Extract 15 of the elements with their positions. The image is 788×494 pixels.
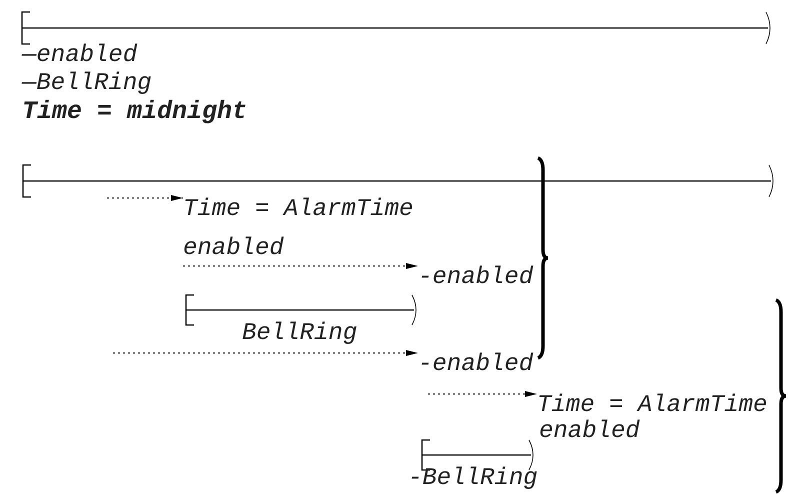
arrow	[112, 350, 418, 356]
predicate-text: Time = midnight	[22, 100, 248, 124]
predicate-text: BellRing	[242, 322, 358, 346]
arrow	[428, 391, 538, 397]
predicate-text: —BellRing	[22, 72, 152, 96]
predicate-text: -enabled	[418, 266, 534, 290]
predicate-text: -BellRing	[408, 467, 538, 491]
predicate-text: —enabled	[22, 44, 138, 68]
predicate-text: Time = AlarmTime	[183, 198, 414, 222]
arrow	[182, 263, 418, 269]
predicate-text: -enabled	[418, 353, 534, 377]
predicate-text: Time = AlarmTime	[537, 394, 768, 418]
arrow	[106, 195, 184, 201]
predicate-text: enabled	[183, 237, 284, 261]
predicate-text: enabled	[539, 420, 640, 444]
